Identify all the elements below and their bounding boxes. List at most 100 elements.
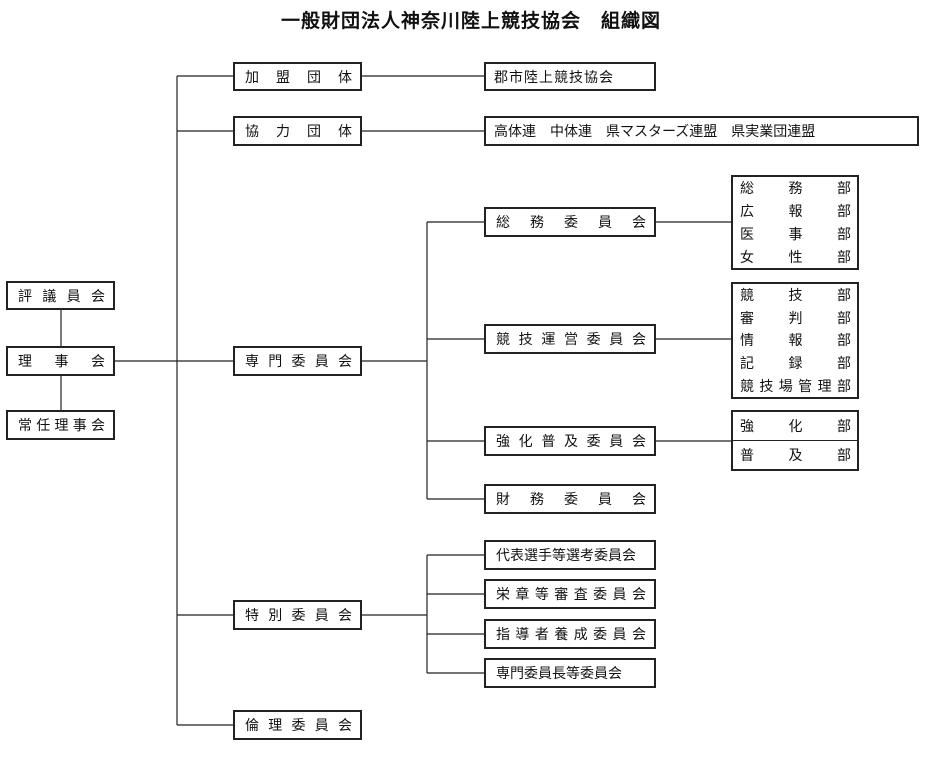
label-char: 会 bbox=[90, 288, 105, 305]
kyoryoku-box: 協力団体 bbox=[233, 116, 362, 146]
label-char: 任 bbox=[36, 418, 51, 434]
label-char: 理 bbox=[268, 718, 283, 734]
label-char: 強 bbox=[496, 434, 510, 450]
label-char: 査 bbox=[573, 587, 588, 603]
label-char: 員 bbox=[314, 354, 329, 370]
label-char: 理 bbox=[817, 378, 832, 395]
label-char: 委 bbox=[291, 608, 306, 624]
kyoryoku-members-label: 高体連 中体連 県マスターズ連盟 県実業団連盟 bbox=[494, 124, 816, 140]
choutou-committee-box: 専門委員長等委員会 bbox=[484, 658, 656, 688]
label-char: 記 bbox=[740, 356, 754, 373]
label-char: 部 bbox=[837, 249, 851, 266]
label-char: 員 bbox=[612, 627, 627, 643]
label-char: 導 bbox=[515, 627, 530, 643]
label-char: 員 bbox=[314, 608, 329, 624]
label-char: 及 bbox=[563, 434, 578, 450]
label-char: 部 bbox=[836, 378, 851, 395]
label-char: 団 bbox=[307, 124, 321, 140]
label-char: 強 bbox=[740, 419, 754, 435]
label-char: 協 bbox=[245, 124, 259, 140]
label-char: 加 bbox=[245, 69, 259, 86]
somu-depts-box: 総務部広報部医事部女性部 bbox=[731, 175, 859, 270]
kamei-member-label: 郡市陸上競技協会 bbox=[494, 69, 614, 86]
kyoka-committee-box: 強化普及委員会 bbox=[484, 426, 656, 456]
kamei-member-box: 郡市陸上競技協会 bbox=[484, 62, 656, 91]
label-char: 倫 bbox=[245, 718, 259, 734]
label-char: 員 bbox=[598, 492, 612, 508]
label-char: 務 bbox=[530, 215, 544, 231]
label-char: 者 bbox=[534, 627, 549, 643]
label-char: 広 bbox=[740, 204, 754, 221]
dept-item: 競技部 bbox=[733, 284, 857, 307]
label-char: 栄 bbox=[496, 587, 510, 603]
label-char: 委 bbox=[593, 587, 608, 603]
label-char: 務 bbox=[788, 181, 803, 198]
label-char: 等 bbox=[534, 587, 549, 603]
label-char: 会 bbox=[631, 434, 646, 450]
shido-committee-box: 指導者養成委員会 bbox=[484, 619, 656, 649]
label-char: 化 bbox=[788, 419, 803, 435]
label-char: 力 bbox=[276, 124, 290, 140]
label-char: 委 bbox=[593, 627, 608, 643]
dept-item: 審判部 bbox=[733, 307, 857, 330]
chart-title: 一般財団法人神奈川陸上競技協会 組織図 bbox=[280, 10, 661, 32]
label-char: 競 bbox=[740, 288, 754, 305]
label-char: 運 bbox=[541, 332, 556, 348]
label-char: 会 bbox=[632, 215, 646, 231]
label-char: 委 bbox=[291, 718, 306, 734]
label-char: 章 bbox=[515, 587, 530, 603]
label-char: 会 bbox=[631, 587, 646, 603]
label-char: 常 bbox=[18, 418, 32, 434]
label-char: 場 bbox=[778, 378, 793, 395]
dept-item: 総務部 bbox=[733, 177, 857, 200]
label-char: 員 bbox=[612, 587, 627, 603]
label-char: 会 bbox=[91, 354, 105, 370]
label-char: 成 bbox=[573, 627, 588, 643]
label-char: 部 bbox=[837, 288, 851, 305]
label-char: 員 bbox=[66, 288, 81, 305]
label-char: 体 bbox=[338, 69, 352, 86]
label-char: 普 bbox=[740, 448, 754, 464]
label-char: 事 bbox=[72, 418, 87, 434]
kyoka-depts-box: 強化部普及部 bbox=[731, 410, 859, 471]
dept-item: 強化部 bbox=[733, 412, 857, 440]
label-char: 録 bbox=[788, 356, 803, 373]
label-char: 評 bbox=[18, 288, 32, 305]
label-char: 部 bbox=[837, 204, 851, 221]
label-char: 総 bbox=[496, 215, 510, 231]
label-char: 部 bbox=[837, 333, 851, 350]
label-char: 員 bbox=[598, 215, 612, 231]
senmon-box: 専門委員会 bbox=[233, 346, 362, 376]
eisho-committee-box: 栄章等審査委員会 bbox=[484, 579, 656, 609]
label-char: 会 bbox=[631, 332, 646, 348]
label-char: 部 bbox=[837, 419, 851, 435]
label-char: 養 bbox=[554, 627, 569, 643]
label-char: 審 bbox=[554, 587, 569, 603]
label-char: 情 bbox=[740, 333, 754, 350]
label-char: 判 bbox=[788, 310, 803, 327]
label-char: 技 bbox=[759, 378, 774, 395]
label-char: 財 bbox=[496, 492, 510, 508]
label-char: 部 bbox=[837, 310, 851, 327]
kyogi-committee-box: 競技運営委員会 bbox=[484, 324, 656, 354]
label-char: 門 bbox=[268, 354, 283, 370]
label-char: 営 bbox=[563, 332, 578, 348]
label-char: 性 bbox=[788, 249, 803, 266]
connectors bbox=[60, 75, 731, 726]
label-char: 別 bbox=[268, 608, 283, 624]
label-char: 部 bbox=[837, 356, 851, 373]
label-char: 特 bbox=[245, 608, 259, 624]
label-char: 委 bbox=[586, 332, 601, 348]
label-char: 会 bbox=[338, 718, 352, 734]
label-char: 審 bbox=[740, 310, 754, 327]
choutou-committee-label: 専門委員長等委員会 bbox=[496, 666, 622, 682]
label-char: 競 bbox=[496, 332, 510, 348]
label-char: 員 bbox=[314, 718, 329, 734]
dept-item: 情報部 bbox=[733, 329, 857, 352]
label-char: 員 bbox=[609, 434, 624, 450]
label-char: 女 bbox=[740, 249, 754, 266]
label-char: 理 bbox=[54, 418, 69, 434]
label-char: 会 bbox=[631, 627, 646, 643]
